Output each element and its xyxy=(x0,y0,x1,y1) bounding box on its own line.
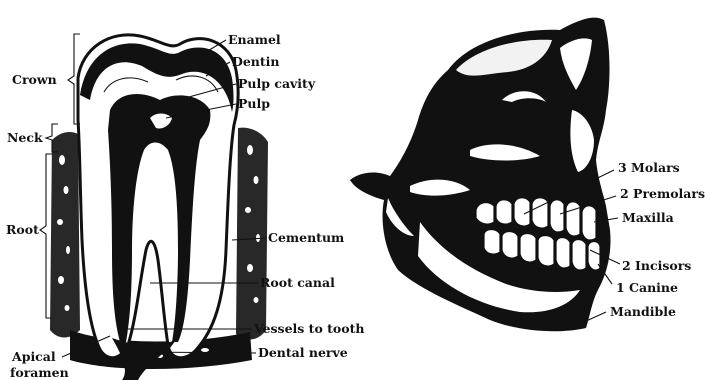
skull-illustration: 3 Molars 2 Premolars Maxilla 2 Incisors … xyxy=(350,18,705,332)
root-bracket xyxy=(40,154,52,318)
vessels-to-tooth-label: Vessels to tooth xyxy=(253,321,364,336)
root-canal-label: Root canal xyxy=(260,275,335,290)
crown-label: Crown xyxy=(12,72,57,87)
dentin-label: Dentin xyxy=(232,54,280,69)
dental-nerve-label: Dental nerve xyxy=(258,345,348,360)
mandible-label: Mandible xyxy=(610,304,676,319)
incisors-label: 2 Incisors xyxy=(622,258,691,273)
premolars-label: 2 Premolars xyxy=(620,186,705,201)
maxilla-label: Maxilla xyxy=(622,210,674,225)
root-label: Root xyxy=(6,222,39,237)
enamel-label: Enamel xyxy=(228,32,281,47)
pulp-label: Pulp xyxy=(238,96,270,111)
apical-foramen-label-line1: Apical xyxy=(11,349,56,364)
pulp-cavity-label: Pulp cavity xyxy=(238,76,316,91)
tooth-outline xyxy=(78,35,238,358)
molars-label: 3 Molars xyxy=(618,160,680,175)
tooth-section: Crown Neck Root Enamel Dentin Pulp cavit… xyxy=(6,32,364,380)
neck-label: Neck xyxy=(7,130,43,145)
canine-label: 1 Canine xyxy=(616,280,678,295)
cementum-label: Cementum xyxy=(268,230,344,245)
apical-foramen-label-line2: foramen xyxy=(10,365,69,380)
